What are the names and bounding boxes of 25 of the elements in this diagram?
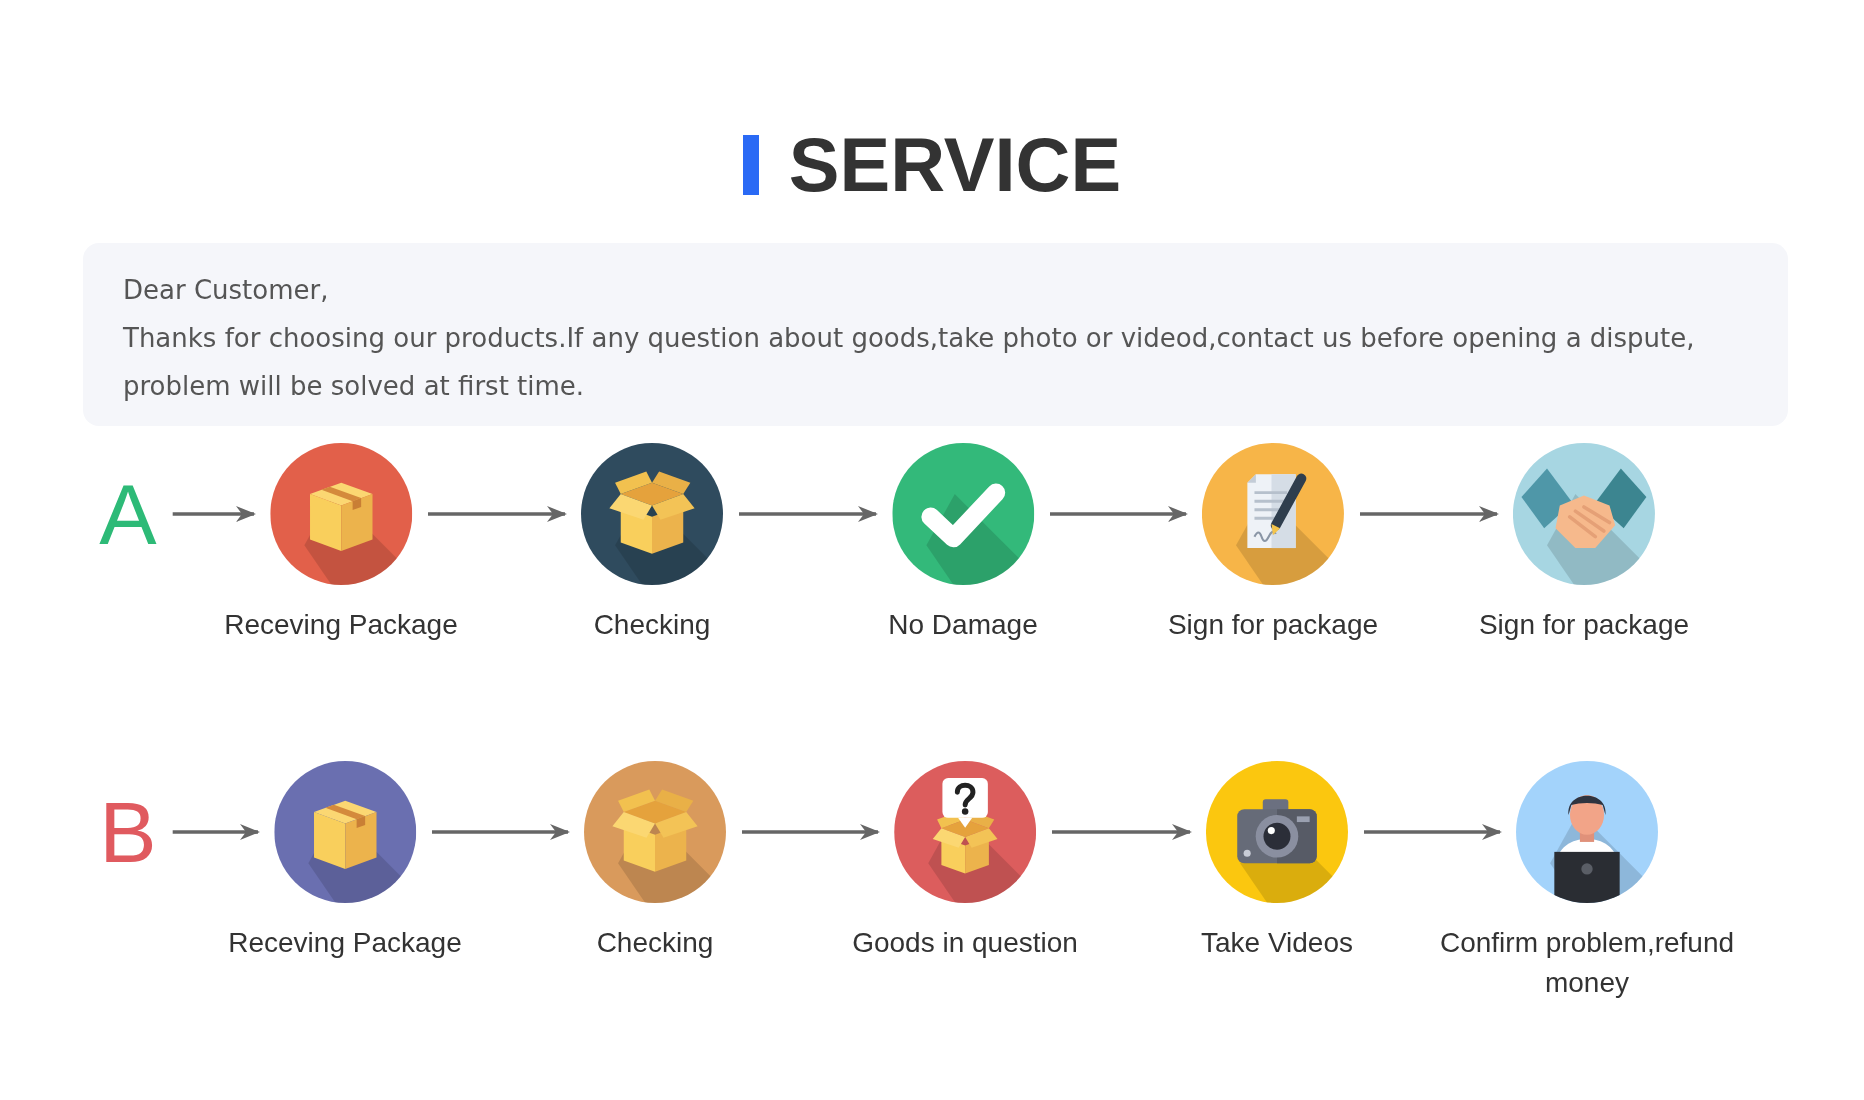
arrow — [172, 506, 256, 522]
row-letter: A — [99, 466, 157, 562]
step-label: Sign for package — [1478, 608, 1690, 642]
step-label: Confirm problem,refund money — [1438, 926, 1736, 1000]
arrow — [172, 824, 260, 840]
arrow — [1360, 506, 1499, 522]
step-label: Receving Package — [224, 608, 458, 642]
page-title: SERVICE — [788, 121, 1122, 209]
step-label: No Damage — [888, 608, 1038, 642]
arrow — [432, 824, 570, 840]
greeting-text: Dear Customer, — [123, 274, 330, 307]
arrow — [428, 506, 567, 522]
step-label: Sign for package — [1167, 608, 1379, 642]
arrow — [1364, 824, 1502, 840]
arrow — [739, 506, 878, 522]
arrow — [742, 824, 880, 840]
step-label: Checking — [596, 926, 714, 960]
message-text: Thanks for choosing our products.If any question about goods,take photo or videod,contact us before opening a dispute, problem will be solved at first time. — [123, 322, 1696, 403]
arrow — [1050, 506, 1188, 522]
step-label: Take Videos — [1201, 926, 1353, 960]
step-label: Checking — [593, 608, 711, 642]
step-label: Goods in question — [852, 926, 1078, 960]
arrow — [1052, 824, 1192, 840]
step-label: Receving Package — [228, 926, 462, 960]
row-letter: B — [99, 784, 157, 880]
